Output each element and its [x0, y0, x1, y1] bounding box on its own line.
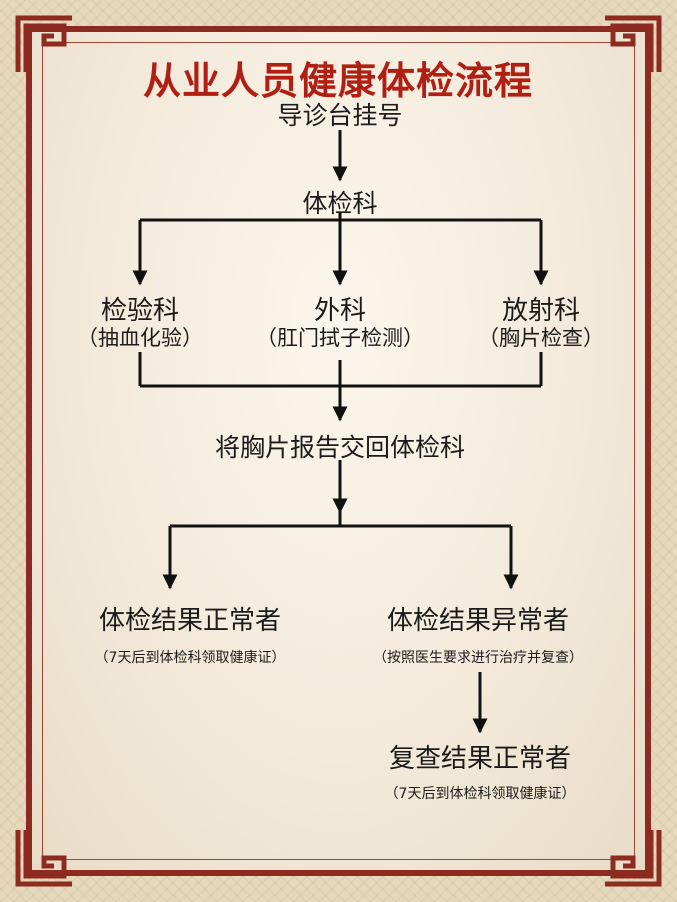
result-recheck-normal: 复查结果正常者 [388, 744, 572, 774]
page-title: 从业人员健康体检流程 [142, 59, 534, 103]
inner-frame [42, 42, 635, 860]
result-recheck-normal-detail: （7天后到体检科领取健康证） [384, 786, 576, 802]
step-return-report: 将胸片报告交回体检科 [214, 433, 466, 462]
corner-ornament-top-right [605, 15, 662, 72]
step-surgery-detail: （肛门拭子检测） [256, 326, 424, 350]
step-lab-detail: （抽血化验） [77, 326, 203, 350]
result-abnormal-detail: （按照医生要求进行治疗并复查） [373, 650, 583, 666]
corner-ornament-bottom-left [15, 830, 72, 887]
step-radiology-detail: （胸片检查） [478, 326, 604, 350]
step-surgery: 外科 [313, 296, 367, 326]
step-lab: 检验科 [100, 296, 180, 326]
corner-ornament-bottom-right [605, 830, 662, 887]
step-registration: 导诊台挂号 [277, 101, 403, 130]
result-normal: 体检结果正常者 [98, 606, 282, 636]
result-abnormal: 体检结果异常者 [386, 606, 570, 636]
corner-ornament-top-left [15, 15, 72, 72]
result-normal-detail: （7天后到体检科领取健康证） [94, 650, 286, 666]
step-radiology: 放射科 [501, 296, 581, 326]
step-exam-dept: 体检科 [302, 189, 378, 218]
